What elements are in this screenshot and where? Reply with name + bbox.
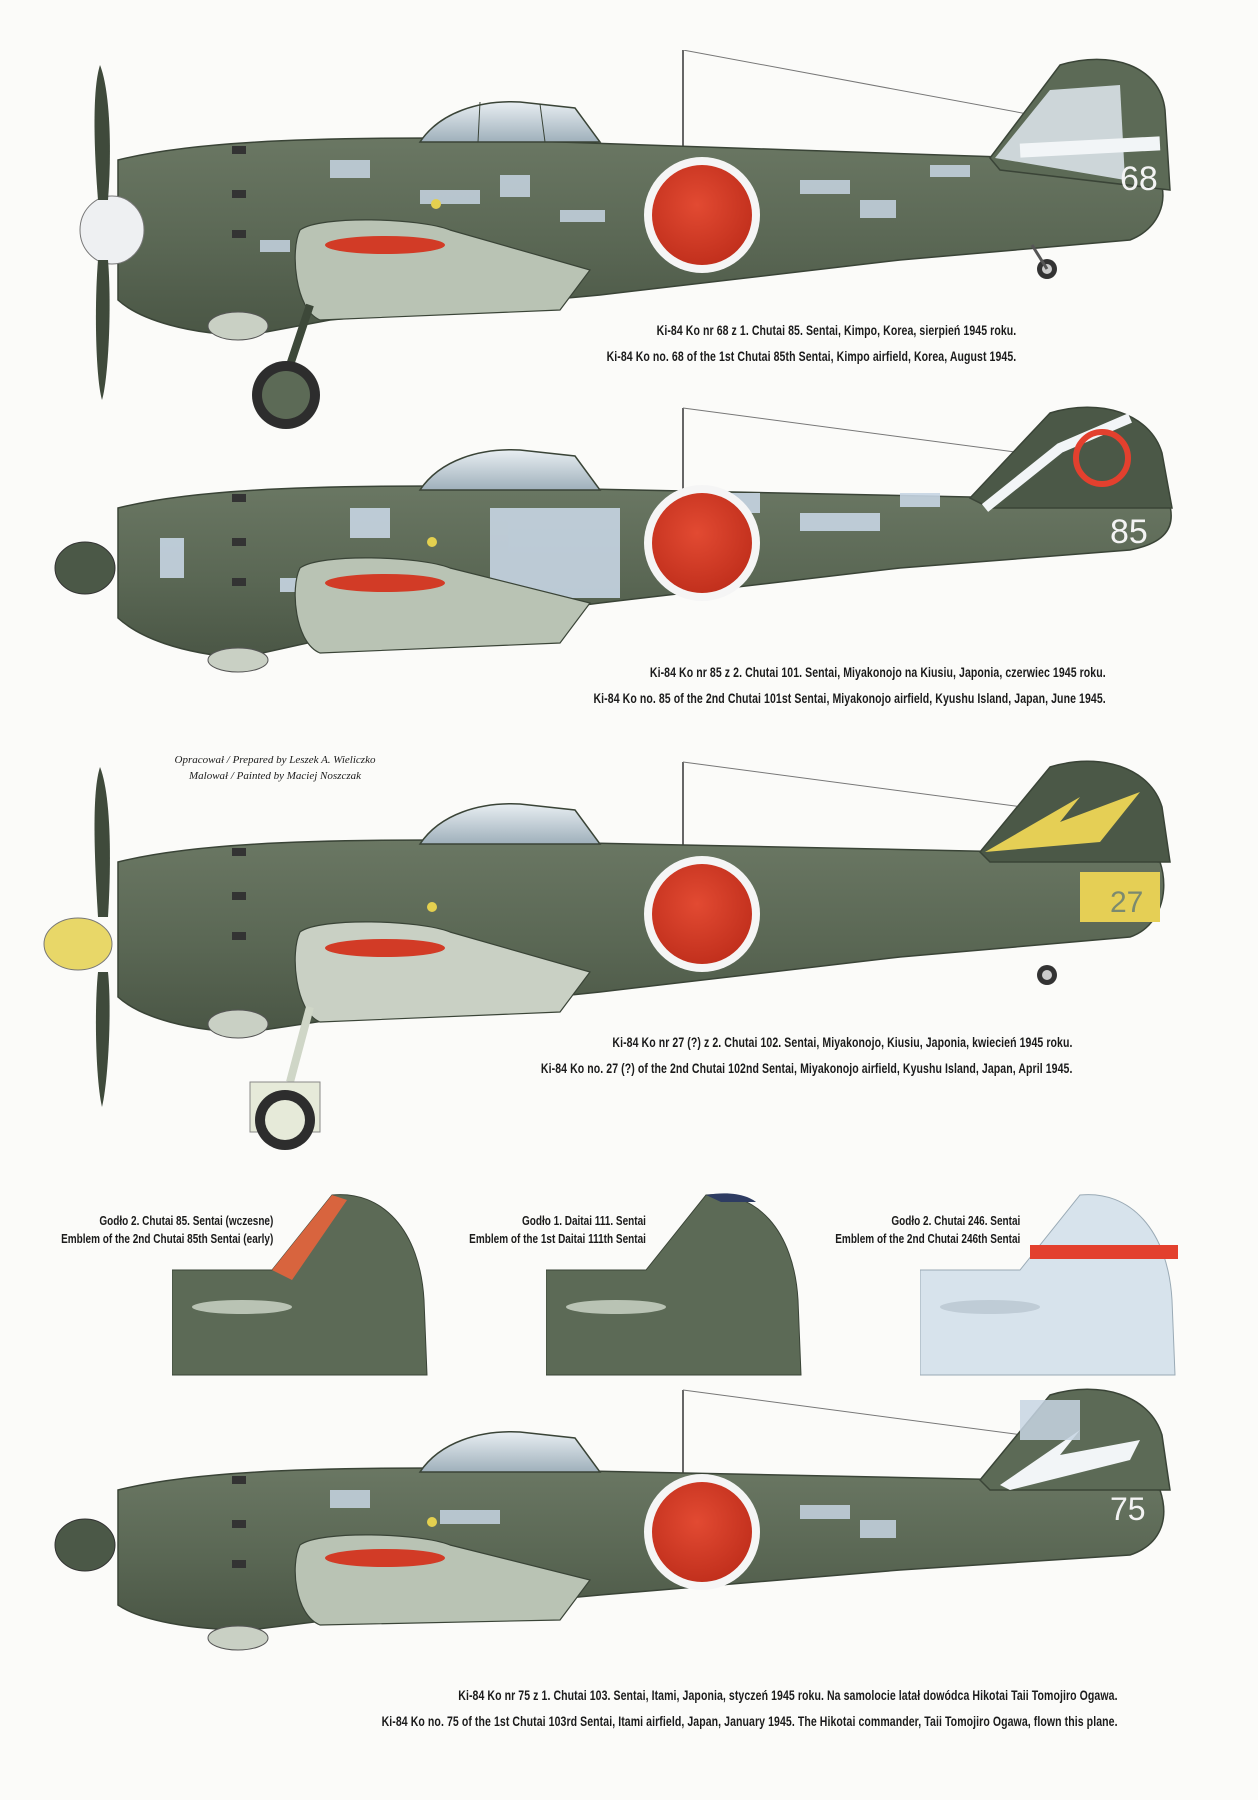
aircraft-profile-27: 27 (0, 752, 1258, 1157)
fuselage (117, 1467, 1165, 1631)
caption-en: Ki-84 Ko no. 27 (?) of the 2nd Chutai 10… (540, 1061, 1072, 1076)
exhaust-stacks (232, 146, 246, 238)
aircraft-number: 85 (1110, 513, 1148, 551)
green-spinner-icon (54, 1518, 116, 1572)
aircraft-number: 27 (1110, 886, 1143, 919)
aircraft-profile-75: 75 (0, 1380, 1258, 1670)
paint-chipping (260, 160, 970, 260)
caption-pl: Ki-84 Ko nr 68 z 1. Chutai 85. Sentai, K… (656, 323, 1016, 338)
canopy (418, 1431, 602, 1473)
green-spinner-icon (54, 541, 116, 595)
caption-profile-68: Ki-84 Ko nr 68 z 1. Chutai 85. Sentai, K… (606, 318, 1016, 370)
prepared-by: Opracował / Prepared by Leszek A. Wielic… (174, 754, 376, 766)
aircraft-profile-85: 85 (0, 398, 1258, 698)
emblem-label-85-sentai: Godło 2. Chutai 85. Sentai (wczesne) Emb… (60, 1214, 273, 1246)
painted-by: Malował / Painted by Maciej Noszczak (189, 770, 361, 782)
artwork-credits: Opracował / Prepared by Leszek A. Wielic… (150, 752, 400, 784)
aircraft-number: 68 (1120, 160, 1158, 198)
emblem-label-111-sentai: Godło 1. Daitai 111. Sentai Emblem of th… (469, 1214, 646, 1246)
caption-pl: Ki-84 Ko nr 27 (?) z 2. Chutai 102. Sent… (611, 1035, 1072, 1050)
aircraft-number: 75 (1110, 1491, 1146, 1527)
caption-profile-75: Ki-84 Ko nr 75 z 1. Chutai 103. Sentai, … (382, 1683, 1118, 1735)
aircraft-profile-68: 68 (0, 50, 1258, 450)
caption-en: Ki-84 Ko no. 68 of the 1st Chutai 85th S… (606, 349, 1016, 364)
tail-emblem-85-sentai (171, 1190, 432, 1385)
canopy (418, 449, 602, 491)
propeller-blade (94, 65, 110, 200)
fuselage (117, 485, 1172, 659)
caption-en: Ki-84 Ko no. 75 of the 1st Chutai 103rd … (382, 1714, 1118, 1729)
yellow-spinner-icon (43, 917, 113, 971)
caption-profile-85: Ki-84 Ko nr 85 z 2. Chutai 101. Sentai, … (594, 660, 1106, 712)
tail-emblem-111-sentai (545, 1190, 806, 1385)
emblem-label-246-sentai: Godło 2. Chutai 246. Sentai Emblem of th… (834, 1214, 1020, 1246)
caption-en: Ki-84 Ko no. 85 of the 2nd Chutai 101st … (593, 691, 1106, 706)
caption-pl: Ki-84 Ko nr 85 z 2. Chutai 101. Sentai, … (650, 665, 1106, 680)
caption-profile-27: Ki-84 Ko nr 27 (?) z 2. Chutai 102. Sent… (540, 1030, 1072, 1082)
white-spinner-icon (79, 195, 145, 265)
fuselage (117, 839, 1165, 1033)
canopy (418, 803, 602, 845)
caption-pl: Ki-84 Ko nr 75 z 1. Chutai 103. Sentai, … (458, 1688, 1118, 1703)
canopy (418, 101, 602, 143)
tail-emblem-246-sentai (919, 1190, 1180, 1385)
